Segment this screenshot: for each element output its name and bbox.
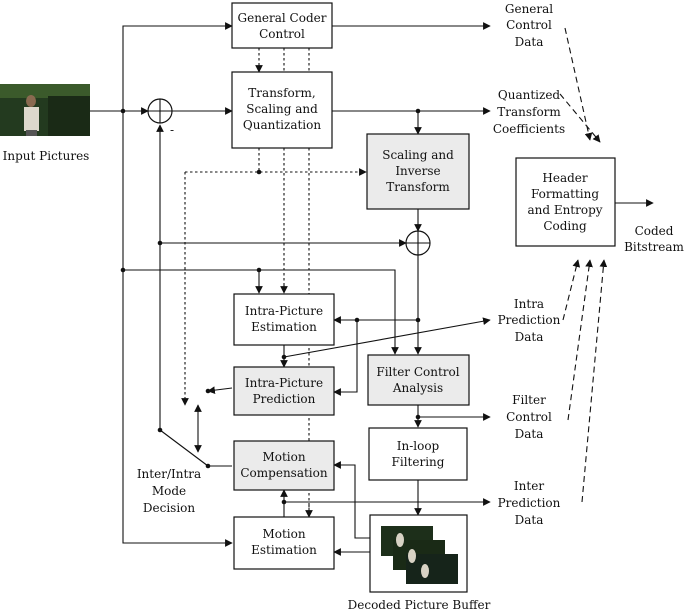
svg-text:Data: Data (515, 35, 544, 49)
motion-comp-line-1: Motion (262, 450, 305, 464)
svg-text:General: General (505, 2, 553, 16)
motion-estimation-block: Motion Estimation (233, 516, 335, 570)
in-loop-filtering-block: In-loop Filtering (368, 427, 468, 481)
motion-est-line-1: Motion (262, 527, 305, 541)
svg-text:Prediction: Prediction (498, 496, 561, 510)
svg-text:Control: Control (506, 410, 552, 424)
intra-picture-estimation-block: Intra-Picture Estimation (233, 293, 335, 346)
svg-text:Coefficients: Coefficients (493, 122, 565, 136)
intra-prediction-data-label: Intra Prediction Data (498, 297, 561, 344)
motion-compensation-block: Motion Compensation (233, 440, 335, 491)
filter-control-analysis-block: Filter Control Analysis (367, 354, 470, 406)
svg-text:Control: Control (506, 18, 552, 32)
scaling-inverse-line-1: Scaling and (382, 148, 454, 162)
header-line-3: and Entropy (527, 203, 602, 217)
general-coder-control-block: General Coder Control (231, 2, 333, 49)
input-summing-junction (147, 98, 173, 124)
quantized-transform-coefficients-label: Quantized Transform Coefficients (493, 88, 565, 136)
intra-picture-prediction-block: Intra-Picture Prediction (233, 366, 335, 416)
header-formatting-entropy-coding-block: Header Formatting and Entropy Coding (515, 157, 616, 247)
general-control-data-label: General Control Data (505, 2, 553, 49)
input-pictures-label: Input Pictures (3, 149, 90, 163)
header-line-1: Header (542, 171, 588, 185)
coded-bitstream-label: Coded Bitstream (624, 224, 684, 254)
svg-text:Data: Data (515, 513, 544, 527)
svg-text:Data: Data (515, 427, 544, 441)
transform-line-1: Transform, (248, 86, 315, 100)
scaling-inverse-line-2: Inverse (395, 164, 440, 178)
inter-prediction-data-label: Inter Prediction Data (498, 479, 561, 527)
intra-prediction-line-2: Prediction (253, 392, 316, 406)
inter-intra-mode-decision-label: Inter/Intra Mode Decision (137, 467, 201, 515)
intra-estimation-line-1: Intra-Picture (245, 304, 323, 318)
svg-text:Mode: Mode (152, 484, 186, 498)
svg-text:Prediction: Prediction (498, 313, 561, 327)
header-line-4: Coding (543, 219, 587, 233)
filter-control-data-label: Filter Control Data (506, 393, 552, 441)
decoded-picture-buffer (369, 514, 468, 593)
minus-sign-label: - (170, 123, 174, 137)
motion-est-line-2: Estimation (251, 543, 317, 557)
in-loop-line-1: In-loop (397, 439, 440, 453)
svg-text:Decision: Decision (143, 501, 196, 515)
intra-estimation-line-2: Estimation (251, 320, 317, 334)
decoded-picture-buffer-label: Decoded Picture Buffer (348, 598, 491, 612)
in-loop-line-2: Filtering (392, 455, 445, 469)
input-picture-thumbnail (0, 84, 90, 136)
transform-line-3: Quantization (243, 118, 321, 132)
svg-text:Inter: Inter (514, 479, 544, 493)
filter-control-line-2: Analysis (392, 381, 443, 395)
svg-text:Transform: Transform (497, 105, 561, 119)
svg-text:Intra: Intra (514, 297, 544, 311)
svg-text:Quantized: Quantized (498, 88, 561, 102)
filter-control-line-1: Filter Control (376, 365, 459, 379)
svg-text:Inter/Intra: Inter/Intra (137, 467, 201, 481)
scaling-inverse-transform-block: Scaling and Inverse Transform (366, 133, 470, 210)
svg-text:Coded: Coded (635, 224, 674, 238)
transform-scaling-quantization-block: Transform, Scaling and Quantization (231, 71, 333, 149)
transform-line-2: Scaling and (246, 102, 318, 116)
svg-text:Bitstream: Bitstream (624, 240, 684, 254)
scaling-inverse-line-3: Transform (386, 180, 450, 194)
svg-text:Filter: Filter (512, 393, 546, 407)
reconstruction-summing-junction (405, 230, 431, 256)
general-coder-control-line-1: General Coder (238, 11, 327, 25)
header-line-2: Formatting (531, 187, 599, 201)
intra-prediction-line-1: Intra-Picture (245, 376, 323, 390)
motion-comp-line-2: Compensation (240, 466, 327, 480)
general-coder-control-line-2: Control (259, 27, 305, 41)
svg-text:Data: Data (515, 330, 544, 344)
